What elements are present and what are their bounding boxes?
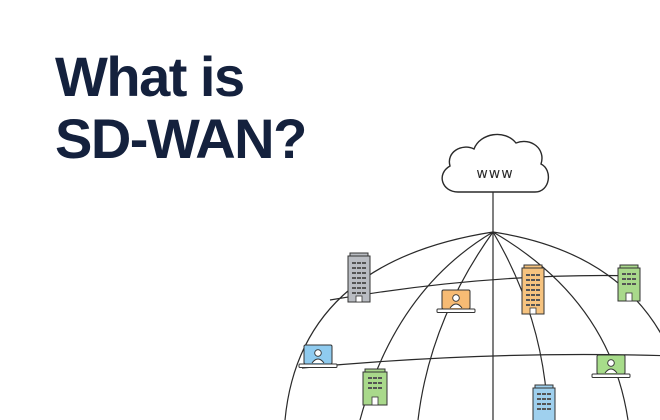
office-building-icon: [617, 264, 641, 302]
office-building-icon: [521, 264, 545, 315]
globe-wireframe: [284, 231, 660, 420]
laptop-user-icon: [436, 289, 476, 313]
page-title: What is SD-WAN?: [55, 45, 307, 170]
laptop-user-icon: [298, 344, 338, 368]
office-building-icon: [362, 368, 388, 406]
office-building-icon: [347, 252, 371, 303]
cloud-label: www: [476, 166, 513, 182]
title-line-2: SD-WAN?: [55, 107, 307, 170]
office-building-icon: [532, 384, 556, 420]
cloud-icon: www: [441, 133, 550, 193]
laptop-user-icon: [591, 354, 631, 378]
title-line-1: What is: [55, 45, 245, 108]
